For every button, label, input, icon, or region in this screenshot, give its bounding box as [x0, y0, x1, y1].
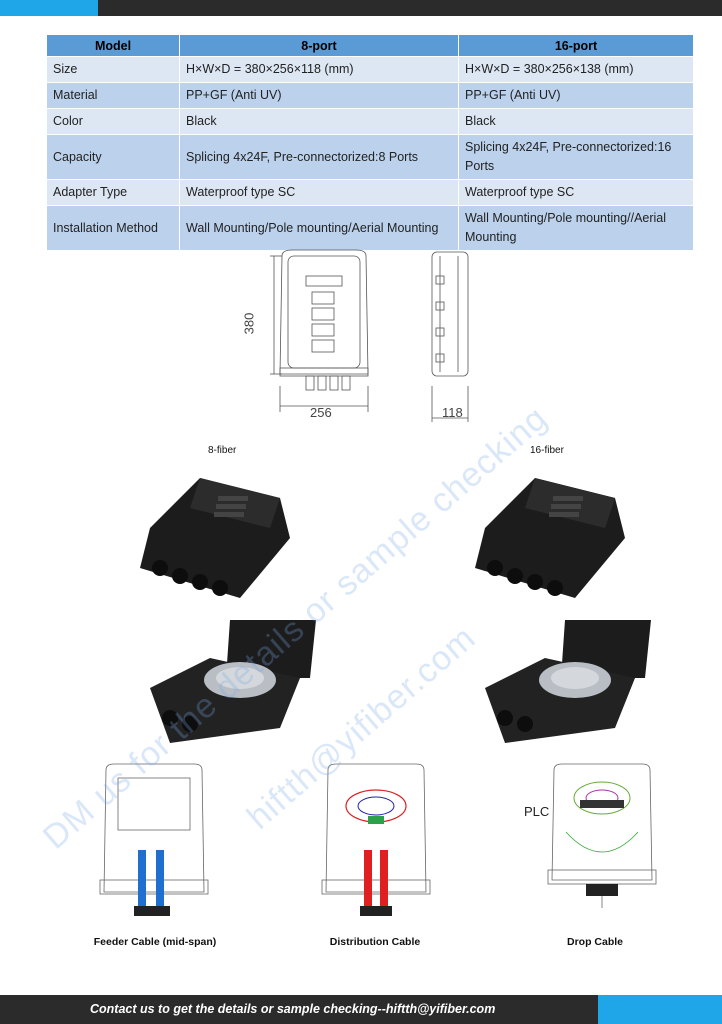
- caption-drop-cable: Drop Cable: [566, 936, 623, 948]
- row-label: Material: [46, 82, 180, 109]
- row-value-16: Wall Mounting/Pole mounting//Aerial Moun…: [458, 205, 694, 251]
- row-value-16: PP+GF (Anti UV): [458, 82, 694, 109]
- table-row: Installation Method Wall Mounting/Pole m…: [46, 205, 694, 251]
- caption-feeder-cable: Feeder Cable (mid-span): [93, 936, 217, 948]
- top-bar-accent: [0, 0, 98, 16]
- caption-distribution-cable: Distribution Cable: [329, 936, 421, 948]
- row-label: Installation Method: [46, 205, 180, 251]
- table-header-row: Model 8-port 16-port: [46, 34, 694, 57]
- distribution-cable-diagram: [321, 763, 431, 916]
- row-value-16: Splicing 4x24F, Pre-connectorized:16 Por…: [458, 134, 694, 180]
- width-dimension: 256: [310, 405, 332, 420]
- row-label: Capacity: [46, 134, 180, 180]
- top-bar: [0, 0, 722, 16]
- table-row: Capacity Splicing 4x24F, Pre-connectoriz…: [46, 134, 694, 180]
- footer-contact-text: Contact us to get the details or sample …: [90, 1002, 496, 1016]
- feeder-cable-diagram: [99, 763, 209, 916]
- product-8-open-image: [150, 620, 316, 743]
- header-16-port: 16-port: [458, 34, 694, 57]
- row-label: Size: [46, 56, 180, 83]
- row-value-16: H×W×D = 380×256×138 (mm): [458, 56, 694, 83]
- row-value-8: Wall Mounting/Pole mounting/Aerial Mount…: [179, 205, 459, 251]
- label-8-fiber: 8-fiber: [208, 445, 237, 456]
- row-label: Adapter Type: [46, 179, 180, 206]
- product-16-closed-image: [475, 478, 625, 598]
- row-label: Color: [46, 108, 180, 135]
- plc-label: PLC: [524, 804, 550, 819]
- header-model: Model: [46, 34, 180, 57]
- table-row: Color Black Black: [46, 108, 694, 135]
- row-value-8: Splicing 4x24F, Pre-connectorized:8 Port…: [179, 134, 459, 180]
- footer-bar: Contact us to get the details or sample …: [0, 995, 722, 1024]
- drop-cable-diagram: [547, 763, 657, 908]
- depth-dimension: 118: [442, 405, 463, 420]
- row-value-8: Waterproof type SC: [179, 179, 459, 206]
- table-row: Adapter Type Waterproof type SC Waterpro…: [46, 179, 694, 206]
- product-16-open-image: [485, 620, 651, 743]
- row-value-8: H×W×D = 380×256×118 (mm): [179, 56, 459, 83]
- footer-accent: [598, 995, 722, 1024]
- row-value-8: Black: [179, 108, 459, 135]
- row-value-8: PP+GF (Anti UV): [179, 82, 459, 109]
- spec-table: Model 8-port 16-port Size H×W×D = 380×25…: [46, 34, 694, 251]
- height-dimension: 380: [241, 312, 257, 335]
- table-row: Material PP+GF (Anti UV) PP+GF (Anti UV): [46, 82, 694, 109]
- row-value-16: Black: [458, 108, 694, 135]
- row-value-16: Waterproof type SC: [458, 179, 694, 206]
- table-row: Size H×W×D = 380×256×118 (mm) H×W×D = 38…: [46, 56, 694, 83]
- label-16-fiber: 16-fiber: [530, 445, 564, 456]
- product-8-closed-image: [140, 478, 290, 598]
- dimension-drawing: [270, 249, 469, 422]
- header-8-port: 8-port: [179, 34, 459, 57]
